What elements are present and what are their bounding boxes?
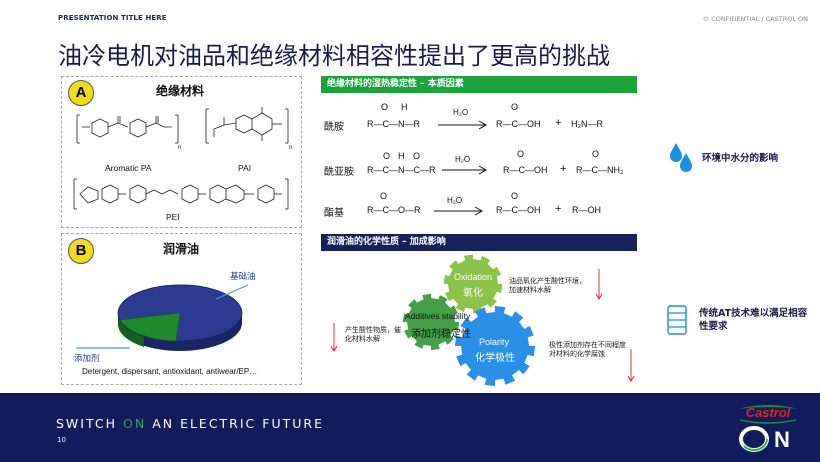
oxidation-cn: 氧化 (463, 288, 483, 299)
imide-product2-o: O (592, 149, 600, 159)
imide-o-atom-2: O (413, 151, 421, 161)
water-influence-label: 环境中水分的影响 (702, 153, 779, 164)
lubricant-composition-pie (117, 284, 243, 351)
pie-side-additive (117, 313, 144, 347)
additives-note: 产生酸性物质，催化材料水解 (345, 326, 401, 343)
amide-plus: + (555, 117, 562, 129)
additives-cn: 添加剂稳定性 (411, 329, 471, 340)
castrol-on-wordmark: N (774, 427, 790, 452)
oxidation-note: 油品氧化产生酸性环境，加速材料水解 (509, 277, 586, 294)
polarity-down-arrow (627, 349, 635, 382)
oxidation-gear-shape (443, 254, 503, 314)
amide-product1-o: O (511, 102, 519, 112)
amide-label: 酰胺 (324, 122, 344, 133)
base-oil-label: 基础油 (230, 271, 256, 281)
imide-o-atom-1: O (383, 151, 391, 161)
castrol-on-logo: Castrol N (738, 405, 798, 452)
imide-product1-o: O (517, 149, 525, 159)
pai-label: PAI (238, 163, 252, 173)
additives-gear-icon (402, 293, 460, 351)
badge-b: B (68, 238, 94, 264)
ester-product1: R—C—OH (496, 205, 541, 215)
footer-band: SWITCH ON AN ELECTRIC FUTURE 10 Castrol … (0, 393, 820, 462)
ester-plus: + (555, 203, 562, 215)
aromatic-pa-structure: n (76, 114, 181, 151)
imide-product2: R—C—NH₂ (576, 165, 624, 175)
gear-diagram (402, 254, 536, 387)
additive-leader (76, 347, 130, 349)
polarity-gear-icon (454, 305, 536, 387)
tagline-future: AN ELECTRIC FUTURE (152, 416, 324, 431)
ester-product1-o: O (511, 191, 519, 201)
ester-o-atom: O (380, 191, 388, 201)
imide-h-atom: H (398, 151, 405, 161)
at-technology-note: 传统AT技术难以满足相容性要求 (699, 308, 808, 332)
lubricant-chemistry-header: 润滑油的化学性质 – 加成影响 (321, 234, 637, 251)
page-number: 10 (57, 436, 66, 444)
pie-side-base-oil (118, 313, 242, 351)
pie-slice-additive (119, 312, 181, 342)
amide-h-atom: H (401, 102, 408, 112)
polarity-gear-shape (454, 305, 536, 387)
ester-reactant: R—C—O—R (367, 205, 421, 215)
additive-label: 添加剂 (74, 353, 100, 363)
presentation-title: PRESENTATION TITLE HERE (58, 14, 167, 22)
amide-reactant: R—C—N—R (367, 119, 420, 129)
oxidation-gear-icon (443, 254, 503, 314)
oxidation-en: Oxidation (454, 272, 493, 282)
ester-product2: R—OH (572, 205, 601, 215)
water-drops-icon (670, 143, 692, 172)
amide-product2: H₂N—R (571, 119, 603, 129)
imide-arrow (442, 165, 488, 175)
imide-reactant: R—C—N—C—R (367, 165, 436, 175)
oil-barrel-icon (667, 305, 687, 335)
imide-product1: R—C—OH (503, 165, 548, 175)
additives-gear-shape (402, 293, 460, 351)
confidential-notice: © CONFIDENTIAL / CASTROL ON (702, 15, 808, 23)
insulation-materials-title: 绝缘材料 (156, 84, 205, 98)
polarity-note: 极性添加剂存在不同程度对材料的化学腐蚀 (549, 341, 626, 358)
footer-tagline: SWITCH ON AN ELECTRIC FUTURE (56, 416, 324, 431)
hydrolysis-header: 绝缘材料的湿热稳定性 – 本质因素 (321, 76, 637, 93)
amide-water: H₂O (453, 108, 469, 117)
imide-plus: + (560, 163, 567, 175)
base-oil-leader (215, 284, 249, 300)
additive-list: Detergent, dispersant, antioxidant, anti… (82, 367, 258, 376)
slide-title: 油冷电机对油品和绝缘材料相容性提出了更高的挑战 (58, 42, 610, 70)
svg-text:n: n (289, 145, 292, 151)
amide-arrow (438, 120, 488, 130)
amide-o-atom: O (381, 102, 389, 112)
amide-product1: R—C—OH (496, 119, 541, 129)
tagline-on: ON (123, 416, 147, 431)
insulation-materials-panel: A 绝缘材料 n Aromatic PA n PAI (61, 76, 302, 228)
polarity-cn: 化学极性 (475, 353, 515, 364)
imide-water: H₂O (455, 155, 471, 164)
svg-text:n: n (178, 145, 181, 151)
badge-a: A (68, 80, 94, 106)
oxidation-down-arrow (595, 269, 603, 300)
pei-label: PEI (166, 212, 180, 222)
pei-structure (73, 178, 289, 210)
castrol-wordmark: Castrol (746, 405, 791, 420)
imide-label: 酰亚胺 (324, 167, 354, 178)
lubricant-title: 润滑油 (163, 242, 200, 256)
ester-label: 酯基 (324, 208, 344, 219)
aromatic-pa-label: Aromatic PA (105, 163, 152, 173)
lubricant-panel: B 润滑油 基础油 添加剂 Detergent, dispersant, ant… (61, 233, 302, 385)
ester-water: H₂O (447, 196, 463, 205)
additives-down-arrow (330, 323, 338, 352)
pai-structure: n (205, 107, 292, 151)
ester-arrow (434, 206, 484, 216)
polarity-en: Polarity (479, 337, 510, 347)
tagline-switch: SWITCH (56, 416, 118, 431)
additives-en: Additives stability (405, 311, 471, 321)
